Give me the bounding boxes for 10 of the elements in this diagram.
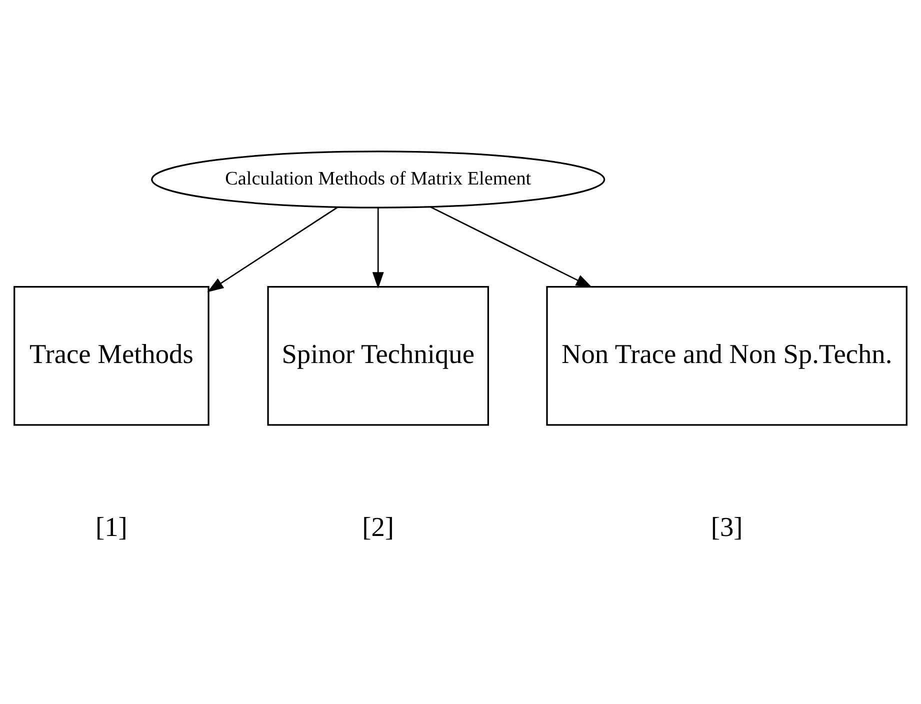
node-label: [3] [710,511,743,542]
node-ellipse: Calculation Methods of Matrix Element [151,150,606,208]
node-label: [1] [96,511,128,542]
node-label: [2] [362,511,394,542]
arrow [430,206,592,288]
arrow [372,207,384,288]
node-box: Spinor Technique [267,286,489,426]
node-box: Non Trace and Non Sp.Techn. [546,286,908,426]
node-box: Trace Methods [14,286,210,426]
arrow [207,206,338,292]
